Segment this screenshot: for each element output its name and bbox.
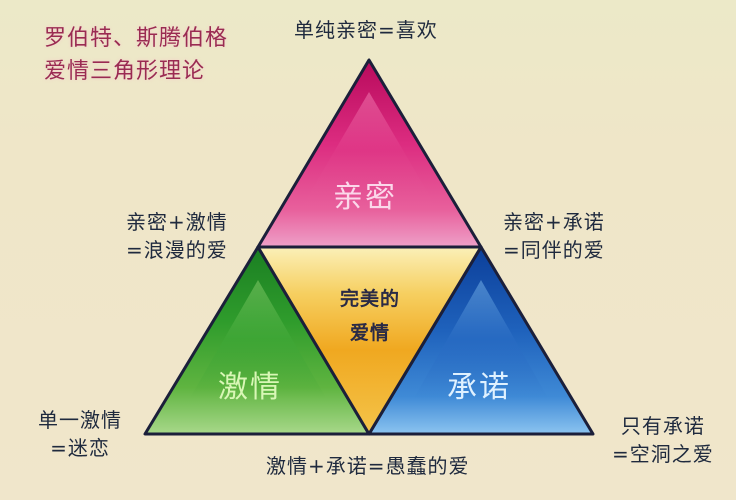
- annotation-companionate-love: 亲密+承诺 =同伴的爱: [503, 208, 605, 264]
- annotation-empty-love: 只有承诺 =空洞之爱: [612, 412, 714, 468]
- perfect-love-label: 完美的 爱情: [327, 282, 413, 350]
- annotation-companionate-line-2: =同伴的爱: [503, 238, 605, 262]
- diagram-title: 罗伯特、斯腾伯格 爱情三角形理论: [44, 22, 228, 88]
- annotation-empty-line-2: =空洞之爱: [612, 442, 714, 466]
- annotation-liking: 单纯亲密=喜欢: [294, 18, 438, 42]
- annotation-fatuous-love: 激情+承诺=愚蠢的爱: [266, 454, 470, 478]
- intimacy-label: 亲密: [333, 180, 397, 215]
- annotation-romantic-love: 亲密+激情 =浪漫的爱: [126, 208, 228, 264]
- perfect-love-line-2: 爱情: [349, 322, 390, 344]
- annotation-infatuation: 单一激情 =迷恋: [38, 406, 122, 462]
- annotation-romantic-line-1: 亲密+激情: [126, 210, 228, 234]
- annotation-infatuation-line-2: =迷恋: [50, 436, 110, 460]
- annotation-empty-line-1: 只有承诺: [620, 414, 705, 438]
- annotation-romantic-line-2: =浪漫的爱: [126, 238, 228, 262]
- perfect-love-line-1: 完美的: [339, 288, 400, 310]
- title-line-1: 罗伯特、斯腾伯格: [44, 26, 229, 51]
- annotation-infatuation-line-1: 单一激情: [38, 408, 122, 432]
- commitment-label: 承诺: [447, 370, 511, 405]
- passion-label: 激情: [218, 370, 282, 405]
- annotation-companionate-line-1: 亲密+承诺: [503, 210, 605, 234]
- title-line-2: 爱情三角形理论: [44, 59, 206, 84]
